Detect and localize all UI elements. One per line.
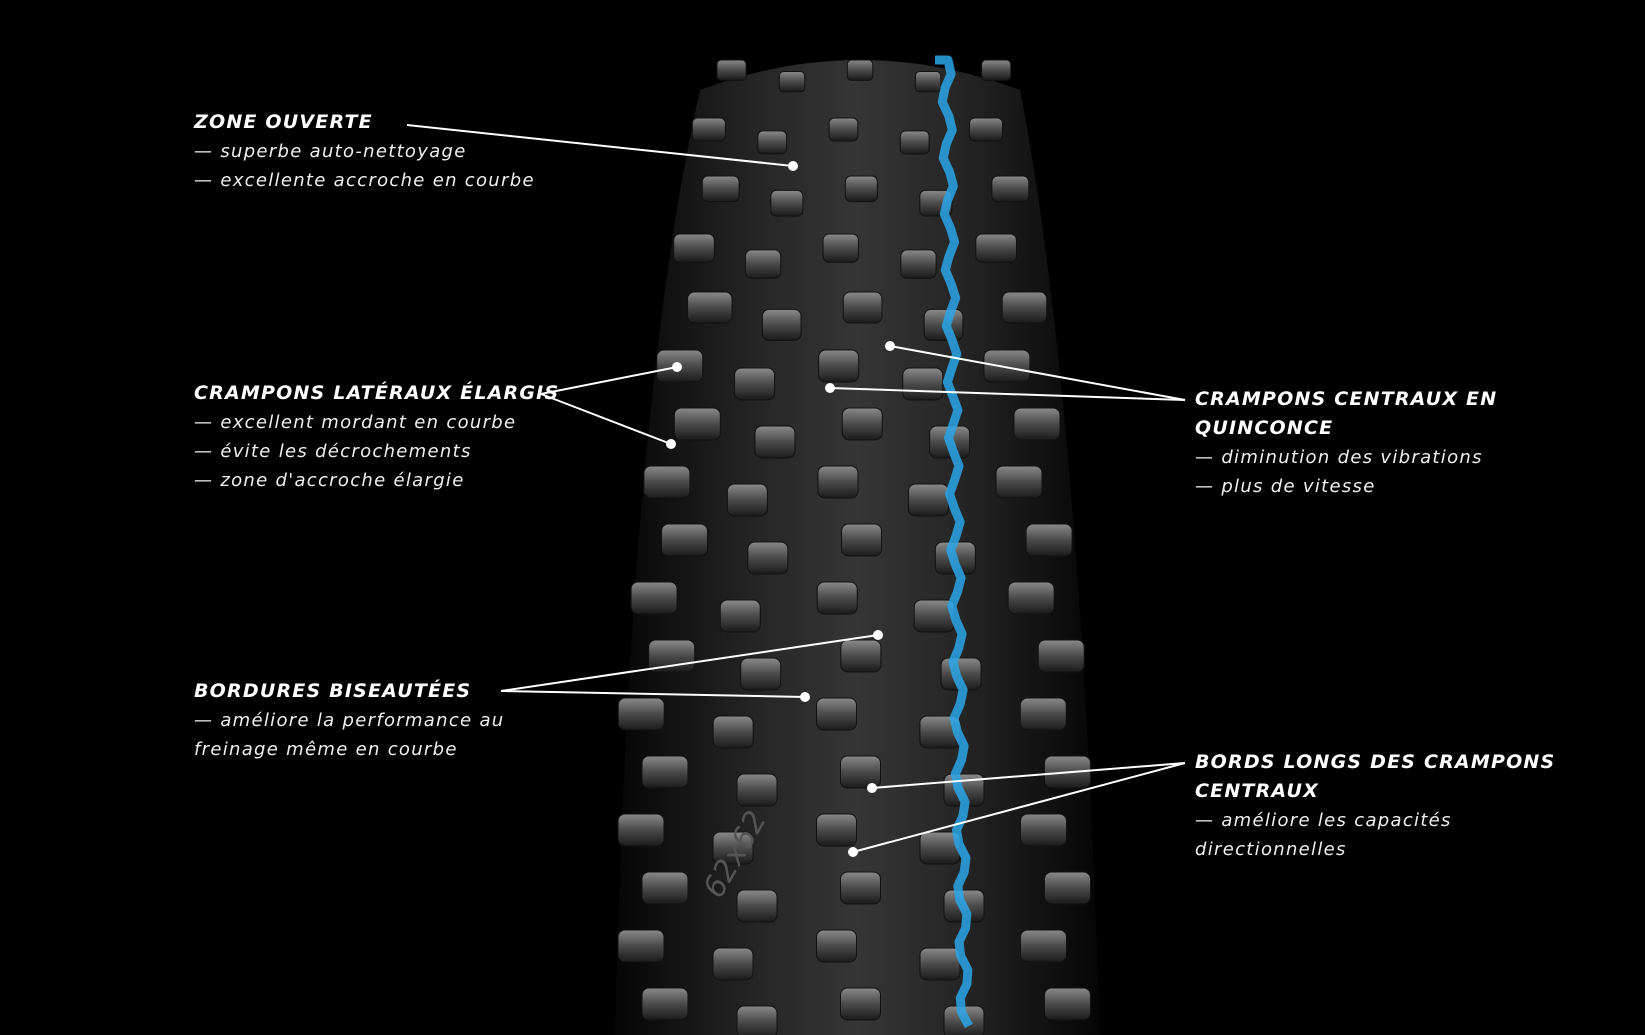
tire-lug — [1037, 639, 1085, 673]
tire-lug — [617, 813, 665, 847]
tire-lug — [816, 697, 858, 731]
tire-lug — [648, 639, 696, 673]
tire-lug — [712, 831, 754, 865]
tire-lug — [641, 987, 689, 1021]
tire-lug — [726, 483, 768, 517]
tire-lug — [701, 175, 740, 203]
callout-title: CENTRAUX — [1195, 780, 1319, 802]
tire-lug — [828, 117, 859, 142]
tire-lug — [1020, 929, 1067, 963]
tire-lug — [736, 773, 778, 807]
callout-line: — plus de vitesse — [1195, 476, 1376, 497]
tire-lug — [1044, 987, 1091, 1021]
tire-lug — [643, 465, 691, 499]
tire-lug — [770, 189, 804, 217]
tire-lug — [736, 1005, 778, 1035]
tire-lug — [842, 291, 883, 324]
tire-lug — [1044, 755, 1091, 789]
tire-lug — [846, 59, 874, 81]
tire-lug — [736, 889, 778, 923]
tire-lug — [817, 465, 859, 499]
tire-lug — [902, 367, 944, 401]
tire-lug — [716, 59, 747, 81]
tire-lug — [1025, 523, 1073, 557]
tire-lug — [840, 871, 881, 905]
tire-lug — [740, 657, 782, 691]
callout-title: CRAMPONS LATÉRAUX ÉLARGIS — [194, 382, 560, 404]
callout-title: BORDURES BISEAUTÉES — [194, 680, 472, 702]
tire-lug — [841, 523, 883, 557]
callout-line: — améliore les capacités — [1195, 810, 1452, 831]
tire-lug — [907, 483, 949, 517]
tire-lug — [983, 349, 1031, 383]
tire-lug — [734, 367, 776, 401]
tire-lug — [900, 249, 937, 279]
tire-lug — [1001, 291, 1048, 324]
tire-lug — [975, 233, 1017, 263]
tire-lug — [899, 130, 930, 155]
callout-zone-ouverte: ZONE OUVERTE — superbe auto-nettoyage — … — [194, 108, 535, 195]
tire-lug — [630, 581, 678, 615]
tire-lug — [1007, 581, 1055, 615]
tire-lug — [617, 929, 665, 963]
callout-line: freinage même en courbe — [194, 739, 458, 760]
tire-lug — [656, 349, 704, 383]
tire-lug — [687, 291, 733, 324]
tire-lug — [641, 755, 689, 789]
tire-lug — [754, 425, 796, 459]
tire-lug — [840, 755, 881, 789]
tire-lug — [995, 465, 1043, 499]
tire-lug — [822, 233, 859, 263]
tire-lug — [1020, 813, 1067, 847]
callout-line: directionnelles — [1195, 839, 1347, 860]
callout-line: — zone d'accroche élargie — [194, 470, 465, 491]
callout-line: — excellent mordant en courbe — [194, 412, 517, 433]
callout-title: QUINCONCE — [1195, 417, 1334, 439]
callout-bordures-biseautees: BORDURES BISEAUTÉES — améliore la perfor… — [194, 677, 504, 764]
callout-line: — superbe auto-nettoyage — [194, 141, 467, 162]
callout-line: — évite les décrochements — [194, 441, 472, 462]
tire-lug — [673, 407, 721, 441]
tire-lug — [617, 697, 665, 731]
callout-line: — excellente accroche en courbe — [194, 170, 535, 191]
tire-lug — [818, 349, 860, 383]
tire-lug — [744, 249, 782, 279]
tire-lug — [841, 407, 883, 441]
tire-lug — [1019, 697, 1067, 731]
tire-lug — [981, 59, 1012, 81]
callout-crampons-lateraux: CRAMPONS LATÉRAUX ÉLARGIS — excellent mo… — [194, 379, 559, 495]
tire-lug — [761, 308, 802, 341]
tire-lug — [691, 117, 726, 142]
tire-lug — [816, 929, 857, 963]
tire-lug — [816, 581, 858, 615]
callout-title: BORDS LONGS DES CRAMPONS — [1195, 751, 1556, 773]
tire-lug — [840, 987, 881, 1021]
callout-title: CRAMPONS CENTRAUX EN — [1195, 388, 1498, 410]
blue-seam — [935, 55, 973, 1029]
tire-lug — [968, 117, 1004, 142]
callout-line: — améliore la performance au — [194, 710, 505, 731]
callout-title: ZONE OUVERTE — [194, 111, 373, 133]
tire-lug — [919, 947, 961, 981]
callout-crampons-centraux: CRAMPONS CENTRAUX EN QUINCONCE — diminut… — [1195, 385, 1497, 501]
tire-lug — [719, 599, 761, 633]
tire-lug — [778, 70, 806, 93]
tire-lug — [840, 639, 882, 673]
tire-lug — [747, 541, 789, 575]
tire-lug — [660, 523, 708, 557]
tire-lug — [914, 70, 942, 93]
tire-lug — [991, 175, 1030, 203]
tire-lug — [816, 813, 857, 847]
tire-lug — [844, 175, 878, 203]
tire-lug — [1013, 407, 1061, 441]
callout-line: — diminution des vibrations — [1195, 447, 1483, 468]
tire-lug — [712, 947, 754, 981]
tire-lug — [673, 233, 715, 263]
tire-lug — [1044, 871, 1091, 905]
tire-lug — [641, 871, 689, 905]
tire-lug — [712, 715, 754, 749]
callout-bords-longs: BORDS LONGS DES CRAMPONS CENTRAUX — amél… — [1195, 748, 1555, 864]
tire-lug — [757, 130, 788, 155]
